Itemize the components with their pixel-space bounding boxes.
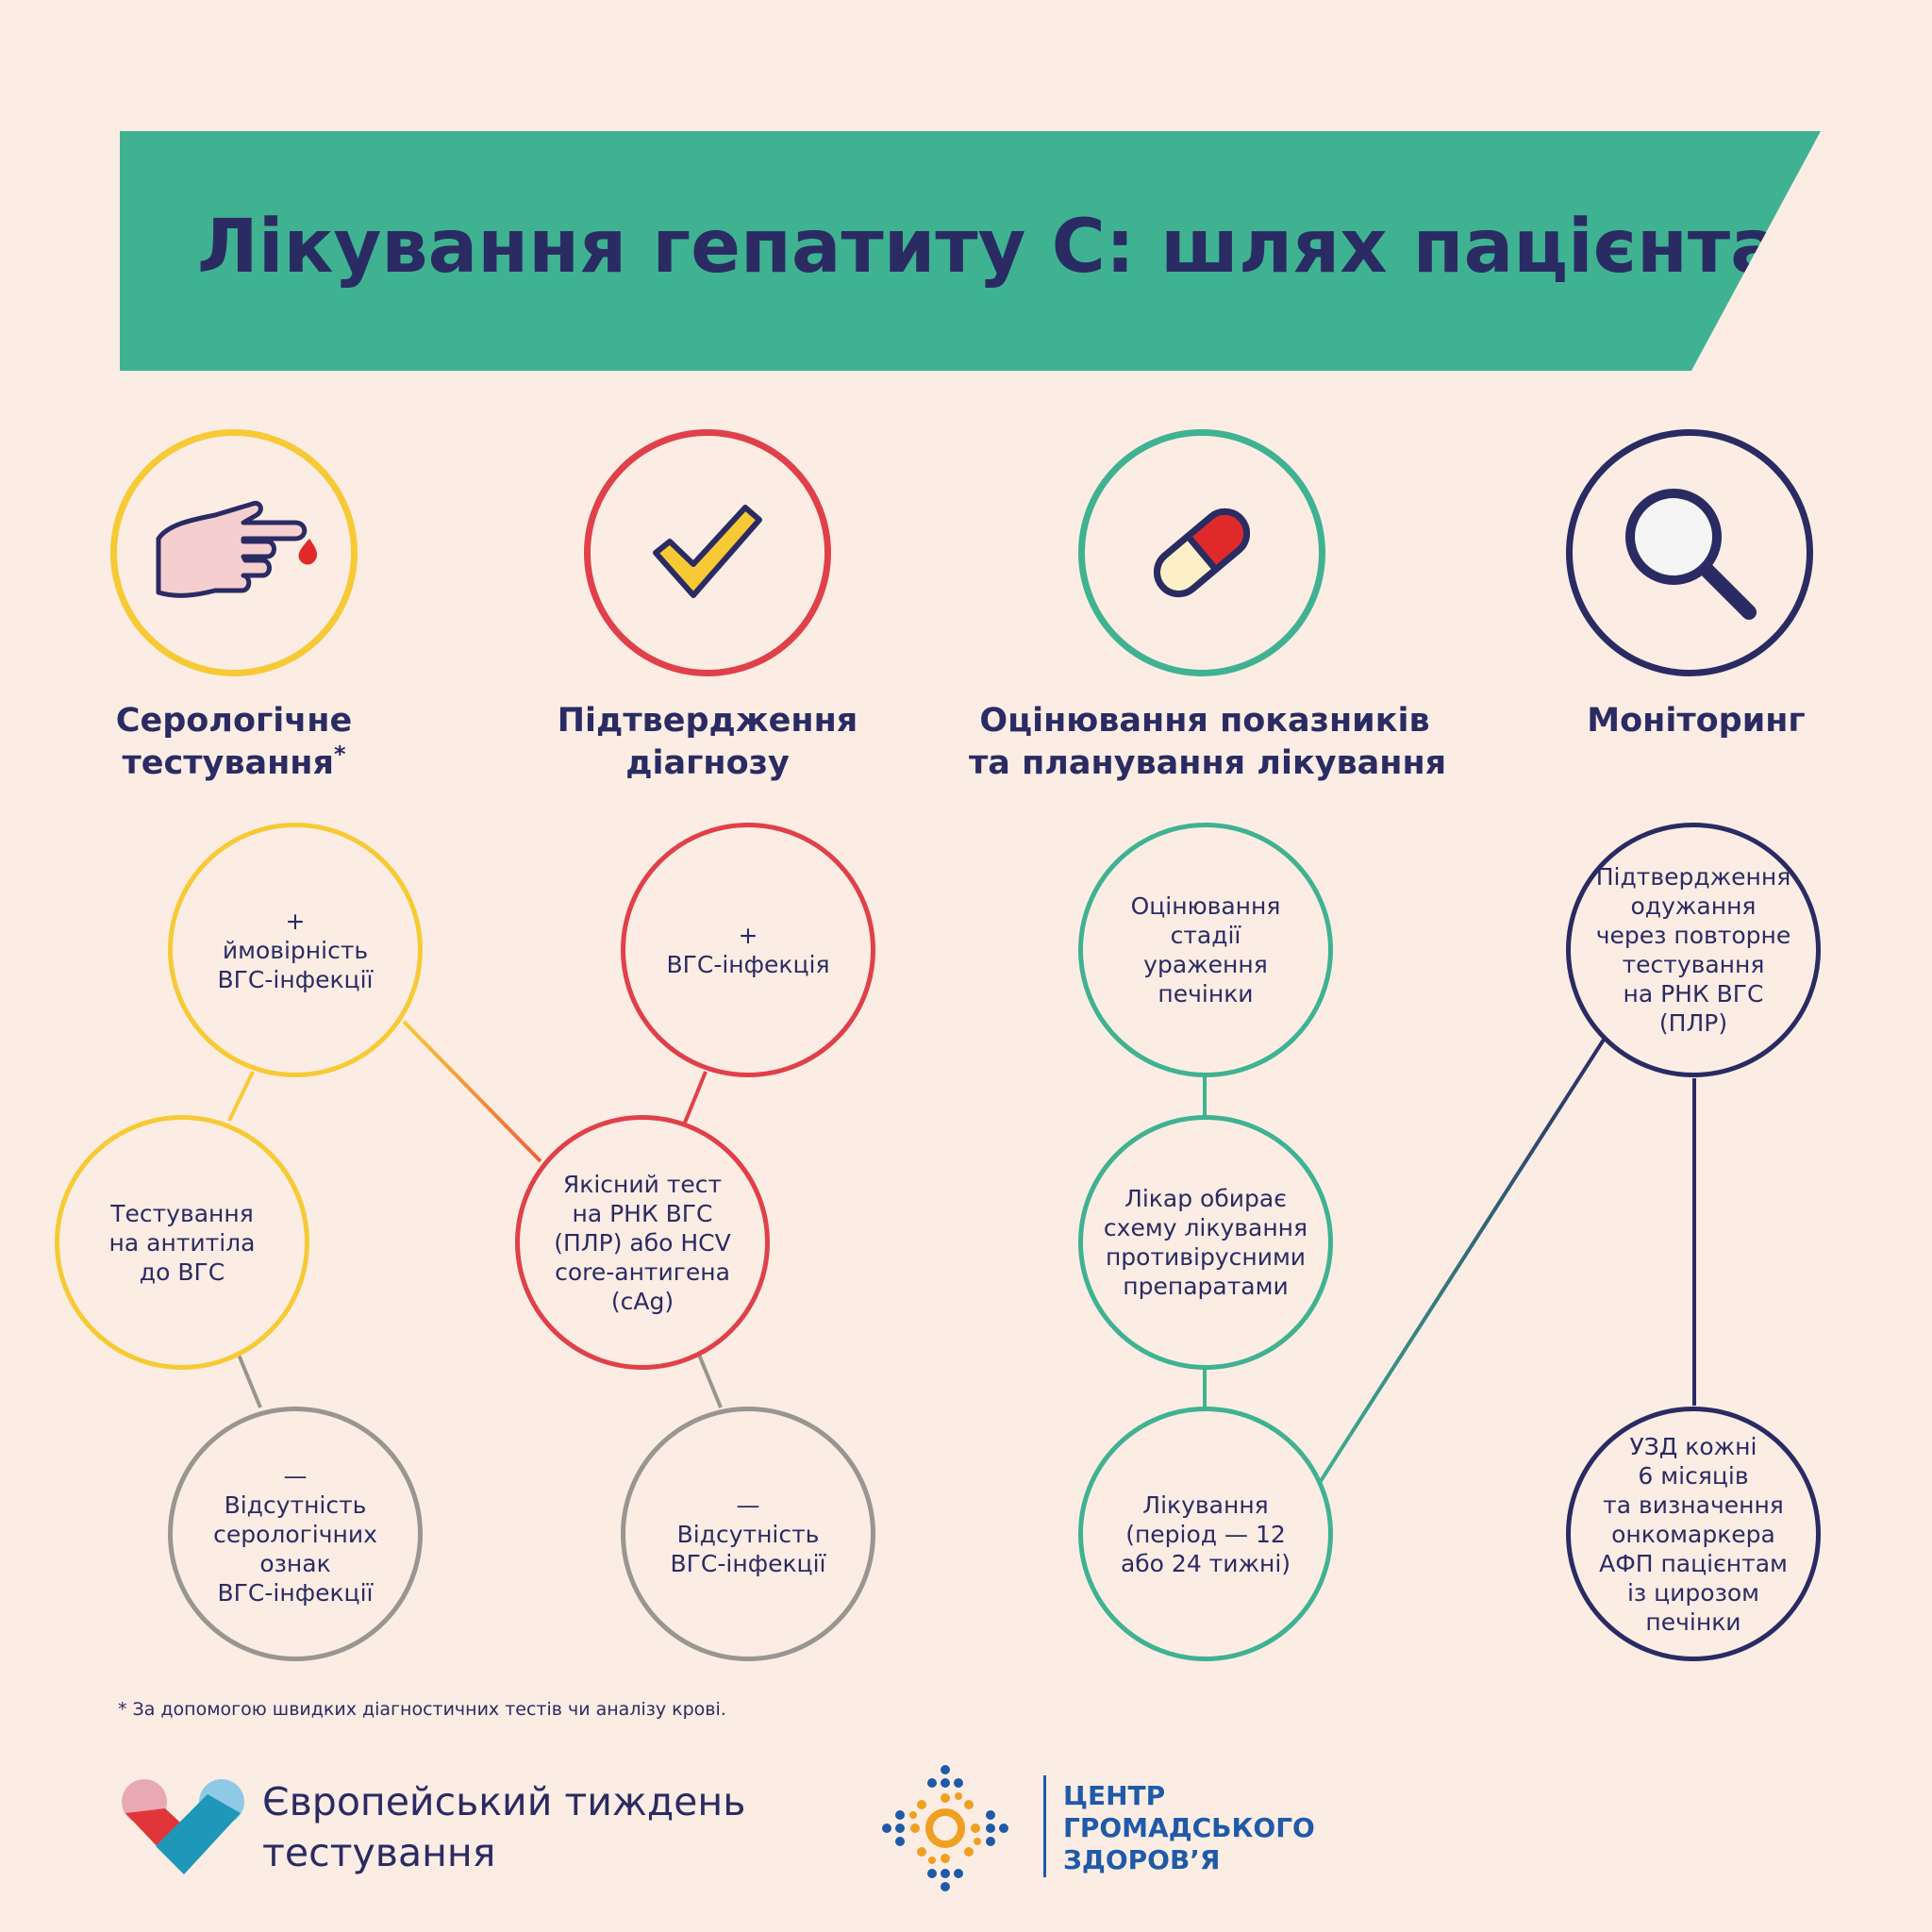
page-title: Лікування гепатиту С: шлях пацієнта <box>197 205 1780 290</box>
step-title-monitoring: Моніторинг <box>1587 702 1806 740</box>
node-monitor-cure: Підтвердження одужання через повторне те… <box>1566 823 1821 1077</box>
step-serology-icon-circle <box>110 429 358 676</box>
connector-line <box>402 1020 542 1163</box>
title-banner: Лікування гепатиту С: шлях пацієнта <box>120 131 1821 371</box>
node-sero-negative: — Відсутність серологічних ознак ВГС-інф… <box>168 1407 423 1661</box>
step-confirm-icon-circle <box>584 429 831 676</box>
step-title-confirm: Підтвердження діагнозу <box>557 702 858 782</box>
connector-line <box>237 1354 262 1408</box>
node-eval-doctor: Лікар обирає схему лікування противірусн… <box>1078 1115 1333 1370</box>
footer-organization-text: ЦЕНТР ГРОМАДСЬКОГО ЗДОРОВ’Я <box>1063 1780 1315 1875</box>
footnote: * За допомогою швидких діагностичних тес… <box>118 1699 726 1720</box>
connector-line <box>697 1354 723 1408</box>
node-sero-positive: + ймовірність ВГС-інфекції <box>168 823 423 1077</box>
node-confirm-positive: + ВГС-інфекція <box>621 823 875 1077</box>
magnifier-icon <box>1625 489 1757 620</box>
node-confirm-negative: — Відсутність ВГС-інфекції <box>621 1407 875 1661</box>
checkmark-icon <box>653 505 762 598</box>
step-title-evaluation: Оцінювання показників та планування ліку… <box>969 702 1447 782</box>
finger-blood-drop-icon <box>156 500 317 598</box>
footer-divider <box>1043 1775 1046 1877</box>
connector-line <box>1317 1038 1606 1486</box>
heart-logo-icon <box>122 1779 244 1874</box>
step-evaluation-icon-circle <box>1078 429 1325 676</box>
node-sero-test: Тестування на антитіла до ВГС <box>55 1115 309 1370</box>
step-title-serology: Серологічне тестування* <box>115 702 353 782</box>
connector-line <box>683 1071 708 1124</box>
connector-line <box>227 1071 255 1122</box>
node-eval-treatment: Лікування (період — 12 або 24 тижні) <box>1078 1407 1333 1661</box>
node-eval-stage: Оцінювання стадії ураження печінки <box>1078 823 1333 1077</box>
public-health-center-logo-icon <box>882 1765 1008 1891</box>
pill-icon <box>1153 508 1251 598</box>
node-confirm-test: Якісний тест на РНК ВГС (ПЛР) або HCV co… <box>515 1115 770 1370</box>
step-monitoring-icon-circle <box>1566 429 1813 676</box>
node-monitor-usd: УЗД кожні 6 місяців та визначення онкома… <box>1566 1407 1821 1661</box>
footer-campaign-text: Європейський тиждень тестування <box>262 1779 746 1875</box>
